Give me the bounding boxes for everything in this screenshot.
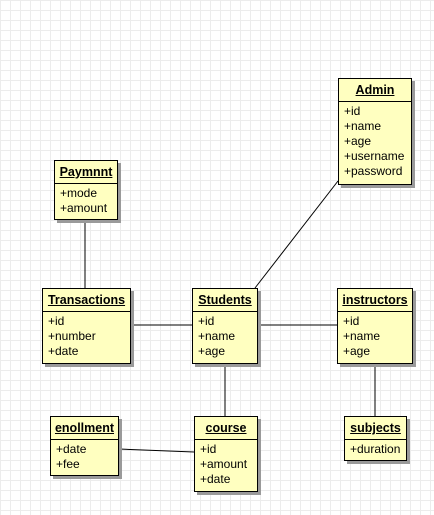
class-box-course[interactable]: course+id+amount+date: [194, 416, 258, 492]
association-enrollment-course: [118, 448, 195, 453]
class-box-students[interactable]: Students+id+name+age: [192, 288, 258, 364]
attribute-course-1: +amount: [200, 457, 248, 471]
attribute-payment-1: +amount: [60, 201, 108, 215]
attribute-list-instructors: +id+name+age: [338, 312, 412, 361]
association-students-admin: [254, 180, 339, 289]
class-name-subjects: subjects: [345, 417, 406, 440]
attribute-enrollment-1: +fee: [56, 457, 80, 471]
class-box-admin[interactable]: Admin+id+name+age+username+password: [338, 78, 412, 185]
attribute-subjects-0: +duration: [350, 442, 401, 456]
attribute-admin-2: +age: [344, 134, 372, 148]
attribute-list-enrollment: +date+fee: [51, 440, 118, 474]
class-name-transactions: Transactions: [43, 289, 130, 312]
attribute-transactions-1: +number: [48, 329, 96, 343]
class-name-instructors: instructors: [338, 289, 412, 312]
class-box-instructors[interactable]: instructors+id+name+age: [337, 288, 413, 364]
attribute-list-admin: +id+name+age+username+password: [339, 102, 411, 181]
attribute-transactions-0: +id: [48, 314, 65, 328]
attribute-list-subjects: +duration: [345, 440, 406, 459]
attribute-admin-1: +name: [344, 119, 382, 133]
attribute-admin-4: +password: [344, 164, 403, 178]
attribute-instructors-1: +name: [343, 329, 381, 343]
attribute-students-0: +id: [198, 314, 215, 328]
class-box-subjects[interactable]: subjects +duration: [344, 416, 407, 461]
class-box-payment[interactable]: Paymnnt+mode+amount: [54, 160, 118, 220]
attribute-list-payment: +mode+amount: [55, 184, 117, 218]
attribute-course-0: +id: [200, 442, 217, 456]
class-box-enrollment[interactable]: enollment+date+fee: [50, 416, 119, 476]
attribute-course-2: +date: [200, 472, 231, 486]
class-name-payment: Paymnnt: [55, 161, 117, 184]
attribute-instructors-0: +id: [343, 314, 360, 328]
attribute-students-1: +name: [198, 329, 236, 343]
class-name-admin: Admin: [339, 79, 411, 102]
attribute-students-2: +age: [198, 344, 226, 358]
class-box-transactions[interactable]: Transactions+id+number+date: [42, 288, 131, 364]
attribute-admin-0: +id: [344, 104, 361, 118]
attribute-payment-0: +mode: [60, 186, 98, 200]
attribute-enrollment-0: +date: [56, 442, 87, 456]
attribute-transactions-2: +date: [48, 344, 79, 358]
attribute-admin-3: +username: [344, 149, 405, 163]
attribute-list-course: +id+amount+date: [195, 440, 257, 489]
attribute-list-students: +id+name+age: [193, 312, 257, 361]
class-name-course: course: [195, 417, 257, 440]
class-name-enrollment: enollment: [51, 417, 118, 440]
class-name-students: Students: [193, 289, 257, 312]
attribute-list-transactions: +id+number+date: [43, 312, 130, 361]
attribute-instructors-2: +age: [343, 344, 371, 358]
